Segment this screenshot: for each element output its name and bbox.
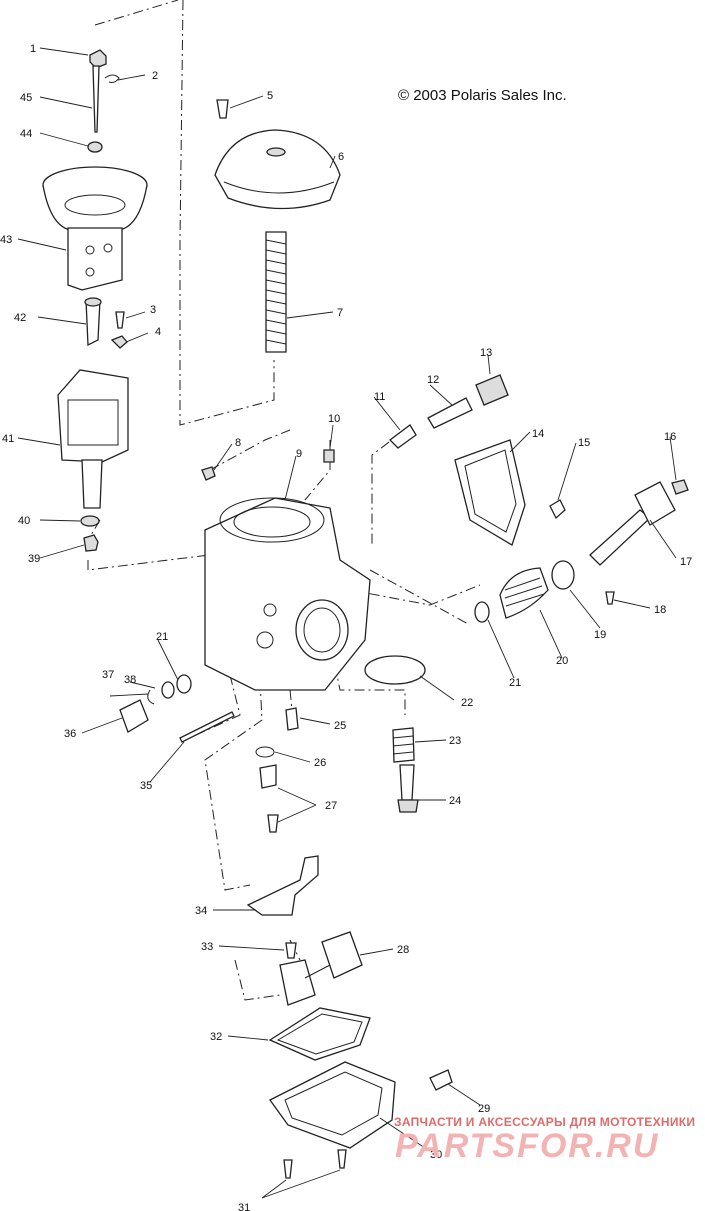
part-21-seal-left xyxy=(176,674,192,694)
part-12-spring xyxy=(427,397,473,429)
callout-16: 16 xyxy=(664,431,676,443)
callout-35: 35 xyxy=(140,780,152,792)
part-28-float xyxy=(279,931,363,1006)
part-34-bracket xyxy=(246,855,319,916)
part-40-washer xyxy=(80,515,100,527)
callout-5: 5 xyxy=(267,90,273,102)
part-6-top-cover xyxy=(214,129,341,210)
part-2-clip xyxy=(104,74,120,83)
callout-31: 31 xyxy=(238,1202,250,1211)
callout-15: 15 xyxy=(578,437,590,449)
callout-39: 39 xyxy=(28,553,40,565)
part-25-jet xyxy=(285,707,299,731)
callout-23: 23 xyxy=(449,735,461,747)
part-7-spring xyxy=(265,231,287,353)
callout-20: 20 xyxy=(556,655,568,667)
callout-33: 33 xyxy=(201,941,213,953)
callout-42: 42 xyxy=(14,312,26,324)
part-41-slide-holder xyxy=(57,369,129,509)
part-30-float-bowl xyxy=(269,1061,396,1149)
callout-7: 7 xyxy=(337,307,343,319)
callout-2: 2 xyxy=(152,70,158,82)
part-8-screw xyxy=(201,466,216,481)
callout-26: 26 xyxy=(314,757,326,769)
part-16-cap xyxy=(671,479,689,495)
callout-29: 29 xyxy=(478,1103,490,1115)
callout-12: 12 xyxy=(427,374,439,386)
part-18-screw xyxy=(605,591,615,605)
callout-11: 11 xyxy=(374,391,385,403)
callout-28: 28 xyxy=(397,944,409,956)
part-13-cap xyxy=(475,374,509,406)
callout-numbers: 1 2 45 44 43 42 3 4 41 40 39 5 6 7 8 9 1… xyxy=(0,43,692,1211)
part-9-carb-body xyxy=(204,497,371,691)
callout-25: 25 xyxy=(334,720,346,732)
part-29-drain-screw xyxy=(429,1069,453,1091)
callout-1: 1 xyxy=(30,43,36,55)
part-17-throttle-shaft xyxy=(589,481,676,566)
part-10-plug xyxy=(323,449,335,463)
callout-19: 19 xyxy=(594,629,606,641)
leader-lines xyxy=(17,47,677,1199)
part-33-screw xyxy=(285,942,297,959)
callout-14: 14 xyxy=(532,428,544,440)
callout-21-left: 21 xyxy=(156,631,168,643)
callout-9: 9 xyxy=(296,448,302,460)
part-11-pilot-screw xyxy=(389,424,417,449)
part-44-washer xyxy=(87,141,103,153)
callout-37: 37 xyxy=(102,669,114,681)
callout-44: 44 xyxy=(20,128,32,140)
part-4-washer xyxy=(110,335,128,349)
part-5-screw xyxy=(216,99,229,119)
part-23-spring xyxy=(392,727,415,763)
callout-13: 13 xyxy=(480,347,492,359)
callout-24: 24 xyxy=(449,795,461,807)
part-43-diaphragm-slide xyxy=(42,166,148,291)
callout-32: 32 xyxy=(210,1031,222,1043)
callout-21-right: 21 xyxy=(509,677,521,689)
part-21-seal-right xyxy=(474,601,490,623)
part-39-nut xyxy=(83,534,99,552)
watermark-logo: PARTSFOR.RU xyxy=(395,1127,660,1165)
part-38-washer xyxy=(161,681,175,699)
part-20-spring xyxy=(499,567,549,619)
part-27-needle-jet xyxy=(259,764,279,833)
part-14-gasket xyxy=(454,439,526,546)
callout-36: 36 xyxy=(64,728,76,740)
part-32-gasket xyxy=(268,1007,371,1061)
callout-40: 40 xyxy=(18,515,30,527)
callout-38: 38 xyxy=(124,674,136,686)
callout-27: 27 xyxy=(325,800,337,812)
watermark-tagline: ЗАПЧАСТИ И АКСЕССУАРЫ ДЛЯ МОТОТЕХНИКИ xyxy=(394,1115,696,1129)
assembly-lines xyxy=(87,0,481,1001)
callout-41: 41 xyxy=(2,433,14,445)
callout-22: 22 xyxy=(461,697,473,709)
part-26-o-ring xyxy=(255,746,275,758)
callout-10: 10 xyxy=(328,413,340,425)
callout-30: 30 xyxy=(430,1149,442,1161)
part-31-screws xyxy=(283,1149,347,1179)
callout-34: 34 xyxy=(195,905,207,917)
part-1-nut xyxy=(89,49,107,69)
part-45-needle xyxy=(92,65,100,133)
callout-6: 6 xyxy=(338,151,344,163)
copyright-text: © 2003 Polaris Sales Inc. xyxy=(398,87,567,104)
callout-4: 4 xyxy=(155,326,161,338)
part-24-idle-screw xyxy=(397,764,419,813)
callout-43: 43 xyxy=(0,234,12,246)
part-35-pin xyxy=(179,711,235,743)
part-37-clip xyxy=(147,689,155,705)
part-22-plate xyxy=(364,655,426,685)
callout-3: 3 xyxy=(150,304,156,316)
part-15-screw xyxy=(549,499,566,520)
part-42-jet-needle-holder xyxy=(84,297,102,347)
callout-17: 17 xyxy=(680,556,692,568)
part-36-cap xyxy=(119,699,149,733)
part-19-collar xyxy=(551,560,575,590)
callout-8: 8 xyxy=(235,437,241,449)
part-3-screw xyxy=(115,311,125,329)
callout-18: 18 xyxy=(654,604,666,616)
callout-45: 45 xyxy=(20,92,32,104)
